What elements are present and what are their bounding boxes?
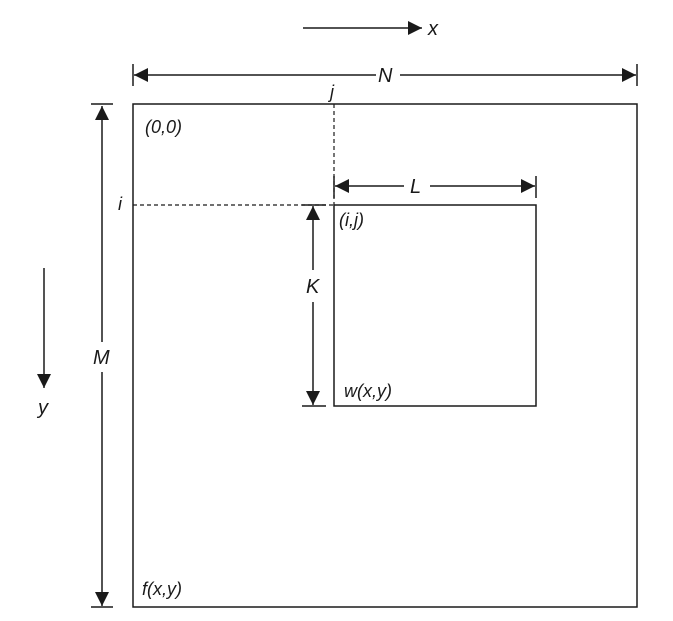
window-height-label: K bbox=[306, 276, 321, 298]
image-width-label: N bbox=[378, 65, 393, 87]
column-j-label: j bbox=[327, 82, 335, 102]
x-axis-label: x bbox=[427, 18, 439, 40]
window-corner-label: (i,j) bbox=[339, 210, 364, 230]
image-function-label: f(x,y) bbox=[142, 579, 182, 599]
image-boundary bbox=[132, 103, 638, 608]
window-boundary bbox=[333, 204, 537, 407]
y-axis-label: y bbox=[36, 397, 49, 419]
origin-label: (0,0) bbox=[145, 117, 182, 137]
row-i-label: i bbox=[118, 194, 123, 214]
window-width-label: L bbox=[410, 176, 421, 198]
window-function-label: w(x,y) bbox=[344, 381, 392, 401]
image-height-label: M bbox=[93, 347, 110, 369]
